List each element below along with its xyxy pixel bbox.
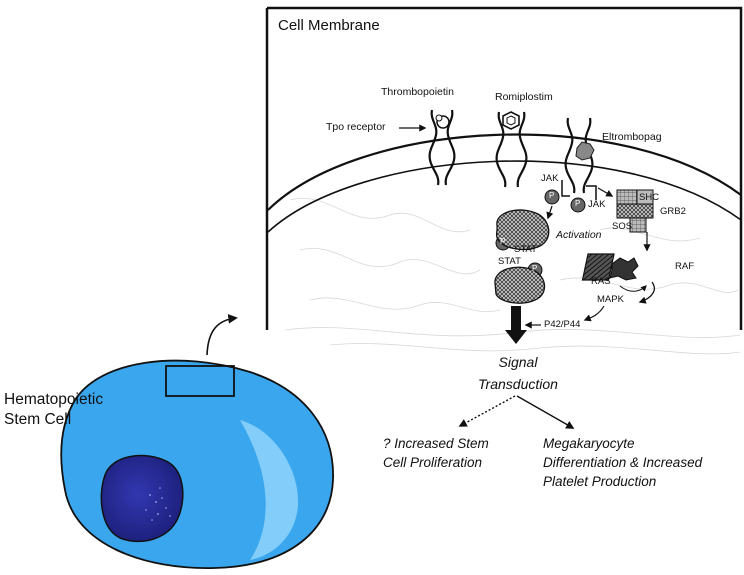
panel-title: Cell Membrane — [278, 17, 380, 34]
eltrombopag-label: Eltrombopag — [602, 131, 662, 143]
raf-label: RAF — [675, 261, 694, 272]
jak-shc-arrow — [597, 187, 614, 197]
outcome-proliferation: ? Increased Stem Cell Proliferation — [383, 434, 489, 472]
stat-top-label: STAT — [514, 244, 537, 255]
zoom-arrow — [206, 314, 238, 356]
signal-line1: Signal — [498, 354, 538, 370]
jak-left-label: JAK — [541, 173, 559, 184]
grb2-label: GRB2 — [660, 206, 686, 217]
ras-raf-arrow — [619, 285, 647, 292]
outcome-left-line2: Cell Proliferation — [383, 455, 483, 470]
jak-right-box — [586, 185, 597, 200]
receptor-middle — [495, 111, 528, 188]
eltrombopag-ligand — [575, 141, 595, 161]
p-marker-4: P — [532, 264, 538, 273]
outer-membrane-line — [267, 133, 742, 211]
jak-left-box — [561, 180, 570, 197]
p-marker-1: P — [549, 191, 555, 200]
outcome-megakaryocyte: Megakaryocyte Differentiation & Increase… — [543, 434, 702, 491]
cell-name-line1: Hematopoietic — [4, 391, 104, 408]
thrombopoietin-label: Thrombopoietin — [381, 86, 454, 98]
romiplostim-label: Romiplostim — [495, 91, 553, 103]
stem-cell — [60, 359, 334, 569]
outcome-right-line2: Differentiation & Increased — [543, 455, 703, 470]
signal-line2: Transduction — [478, 376, 558, 392]
activation-label: Activation — [556, 229, 602, 241]
stat-top-blob — [495, 209, 550, 251]
signal-transduction-label: Signal Transduction — [478, 351, 558, 395]
stat-bottom-label: STAT — [498, 256, 521, 267]
cell-nucleus — [100, 454, 184, 543]
dotted-proliferation-arrow — [458, 395, 516, 427]
cell-name-label: Hematopoietic Stem Cell — [4, 390, 103, 430]
p-marker-3: P — [500, 237, 506, 246]
inner-membrane-line — [267, 160, 742, 233]
outcome-left-line1: ? Increased Stem — [383, 436, 489, 451]
p-marker-2: P — [575, 199, 581, 208]
stat-bottom-blob — [494, 266, 546, 304]
shc-label: SHC — [639, 192, 660, 203]
p42p44-label: P42/P44 — [544, 319, 581, 330]
sos-label: SOS — [612, 221, 633, 232]
jak-stat-arrow — [546, 205, 554, 220]
ras-label: RAS — [591, 276, 611, 287]
raf-mapk-arrow — [638, 281, 655, 304]
shc-grb2-sos-complex — [616, 189, 654, 233]
mapk-label: MAPK — [597, 294, 624, 305]
jak-right-label: JAK — [588, 199, 606, 210]
zoom-box — [165, 365, 235, 397]
receptor-left — [428, 109, 456, 186]
mapk-p42-arrow — [583, 305, 605, 322]
megakaryocyte-arrow — [516, 395, 575, 429]
nucleus-speckles — [145, 487, 171, 521]
cell-highlight — [240, 420, 299, 560]
thrombopoietin-ligand — [435, 114, 450, 129]
cell-name-line2: Stem Cell — [4, 411, 72, 428]
outcome-right-line3: Platelet Production — [543, 474, 657, 489]
main-signal-arrow — [505, 306, 527, 344]
ras-shape — [609, 257, 639, 281]
tpo-receptor-label: Tpo receptor — [326, 121, 386, 133]
raf-block — [581, 253, 615, 281]
romiplostim-ligand — [502, 111, 520, 130]
outcome-right-line1: Megakaryocyte — [543, 436, 635, 451]
